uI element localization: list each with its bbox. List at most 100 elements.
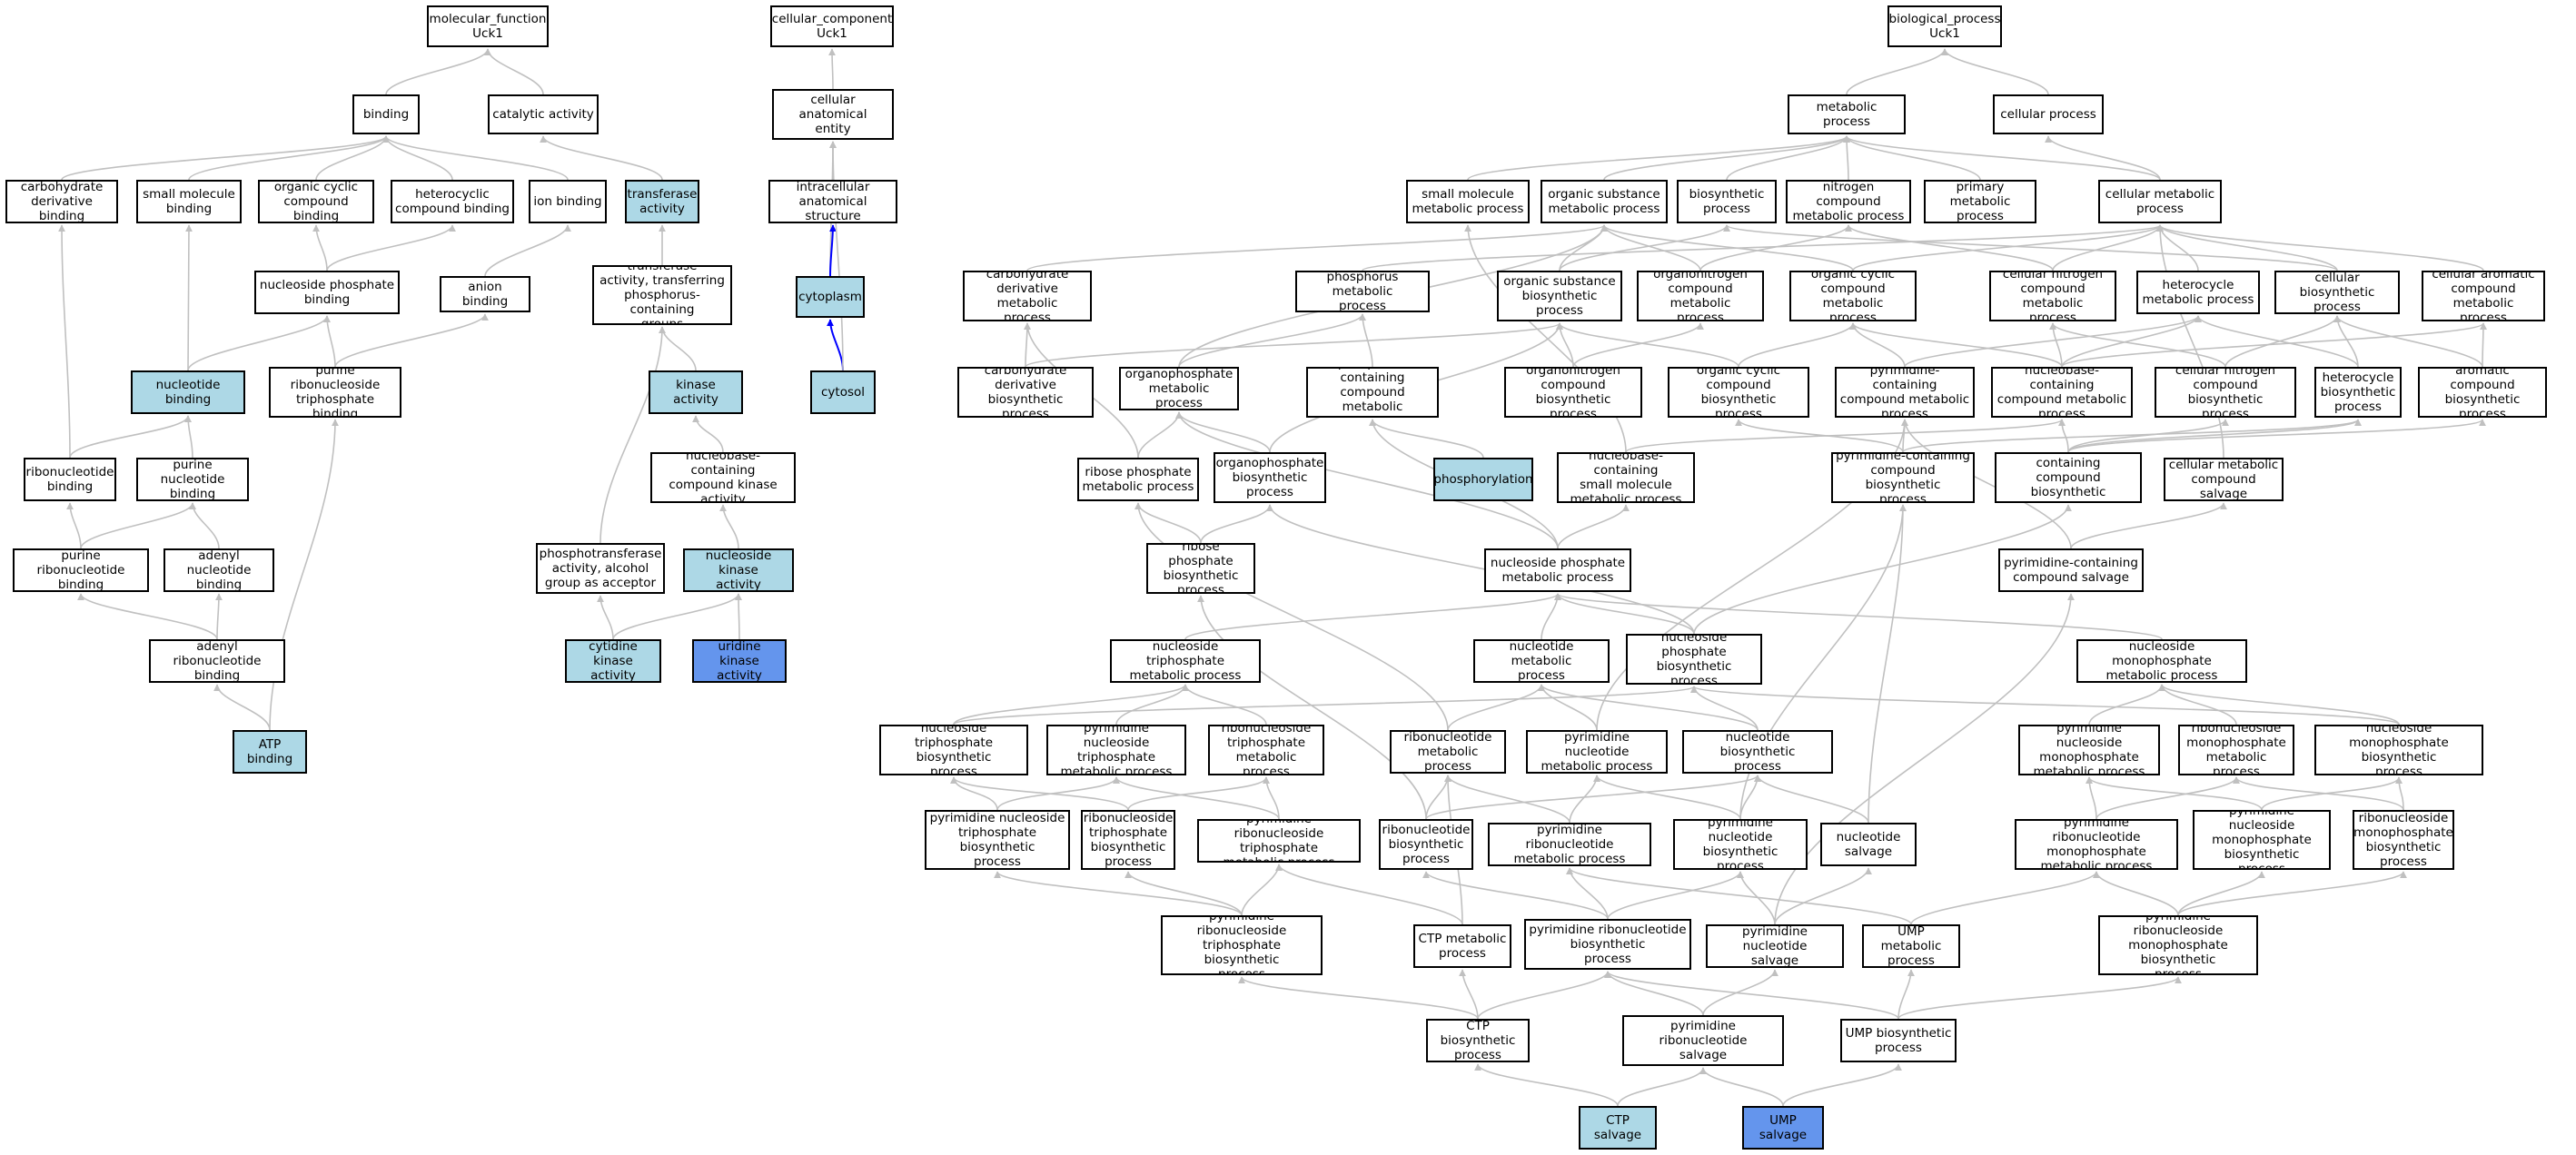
go-term-npmp[interactable]: nucleoside phosphate metabolic process xyxy=(1484,548,1631,592)
go-term-nucmp[interactable]: nucleotide metabolic process xyxy=(1473,639,1610,683)
go-term-smbind[interactable]: small molecule binding xyxy=(136,180,242,223)
go-term-nbcka[interactable]: nucleobase-containing compound kinase ac… xyxy=(650,452,796,503)
go-term-ntpbp[interactable]: nucleoside triphosphate biosynthetic pro… xyxy=(879,725,1028,775)
go-term-opbp[interactable]: organophosphate biosynthetic process xyxy=(1214,452,1326,503)
go-term-pyrnucbp[interactable]: pyrimidine ribonucleotide biosynthetic p… xyxy=(1524,919,1691,970)
go-term-pynmpbp[interactable]: pyrimidine nucleoside monophosphate bios… xyxy=(2193,810,2331,870)
go-term-smmp[interactable]: small molecule metabolic process xyxy=(1406,180,1530,223)
go-term-nka[interactable]: nucleoside kinase activity xyxy=(683,548,794,592)
go-term-ctpbp[interactable]: CTP biosynthetic process xyxy=(1426,1019,1530,1062)
go-term-pyrnucsalv[interactable]: pyrimidine ribonucleotide salvage xyxy=(1622,1015,1784,1066)
go-term-rntpmp[interactable]: ribonucleoside triphosphate metabolic pr… xyxy=(1208,725,1324,775)
go-term-rntpbp[interactable]: ribonucleoside triphosphate biosynthetic… xyxy=(1081,810,1175,870)
go-term-umpsalv[interactable]: UMP salvage xyxy=(1742,1106,1824,1150)
go-term-nucbind[interactable]: nucleotide binding xyxy=(131,370,245,414)
go-term-kinase[interactable]: kinase activity xyxy=(649,370,743,414)
go-term-pynucbp[interactable]: pyrimidine nucleotide biosynthetic proce… xyxy=(1673,819,1808,870)
go-term-pyrnmpbp[interactable]: pyrimidine ribonucleoside monophosphate … xyxy=(2098,915,2258,975)
go-term-ctpmp[interactable]: CTP metabolic process xyxy=(1413,924,1511,968)
go-term-pyrnucmp[interactable]: pyrimidine ribonucleotide metabolic proc… xyxy=(1488,823,1651,866)
go-term-cytoplasm[interactable]: cytoplasm xyxy=(796,276,865,318)
go-term-nmpmp[interactable]: nucleoside monophosphate metabolic proce… xyxy=(2076,639,2247,683)
go-term-adrbind[interactable]: adenyl ribonucleotide binding xyxy=(149,639,285,683)
go-term-hetmp[interactable]: heterocycle metabolic process xyxy=(2136,271,2260,314)
go-term-catalytic[interactable]: catalytic activity xyxy=(488,94,599,134)
go-term-carbbind[interactable]: carbohydrate derivative binding xyxy=(5,180,118,223)
go-term-hetbind[interactable]: heterocyclic compound binding xyxy=(391,180,514,223)
go-term-cellmp[interactable]: cellular metabolic process xyxy=(2098,180,2222,223)
go-term-mf[interactable]: molecular_function Uck1 xyxy=(427,5,549,47)
go-term-pycmp[interactable]: pyrimidine-containing compound metabolic… xyxy=(1835,367,1975,418)
go-term-cdbp[interactable]: carbohydrate derivative biosynthetic pro… xyxy=(957,367,1094,418)
go-term-rnmpmp[interactable]: ribonucleoside monophosphate metabolic p… xyxy=(2178,725,2294,775)
go-term-rpbp[interactable]: ribose phosphate biosynthetic process xyxy=(1146,543,1255,594)
go-term-opmp[interactable]: organophosphate metabolic process xyxy=(1119,367,1239,410)
go-term-phosmp[interactable]: phosphorus metabolic process xyxy=(1295,271,1430,312)
go-term-cytosol[interactable]: cytosol xyxy=(810,370,876,414)
go-term-ntpmp[interactable]: nucleoside triphosphate metabolic proces… xyxy=(1110,639,1261,683)
go-term-cc[interactable]: cellular_component Uck1 xyxy=(770,5,894,47)
go-term-pycbp[interactable]: pyrimidine-containing compound biosynthe… xyxy=(1831,452,1975,503)
go-term-nmpbp[interactable]: nucleoside monophosphate biosynthetic pr… xyxy=(2314,725,2483,775)
go-term-ias[interactable]: intracellular anatomical structure xyxy=(768,180,897,223)
go-term-atpbind[interactable]: ATP binding xyxy=(233,730,307,774)
go-term-transferase[interactable]: transferase activity xyxy=(625,180,699,223)
go-term-ncmp[interactable]: nitrogen compound metabolic process xyxy=(1786,180,1911,223)
go-term-pynucmp[interactable]: pyrimidine nucleotide metabolic process xyxy=(1526,730,1668,774)
go-term-pyrnmpmp[interactable]: pyrimidine ribonucleotide monophosphate … xyxy=(2015,819,2178,870)
go-term-rnmpbp[interactable]: ribonucleoside monophosphate biosyntheti… xyxy=(2353,810,2454,870)
go-term-rnucbp[interactable]: ribonucleotide biosynthetic process xyxy=(1379,819,1473,870)
go-term-tapcg[interactable]: transferase activity, transferring phosp… xyxy=(592,265,732,325)
go-term-orgnmp[interactable]: organonitrogen compound metabolic proces… xyxy=(1637,271,1764,321)
go-term-cdmp[interactable]: carbohydrate derivative metabolic proces… xyxy=(963,271,1092,321)
go-term-orgnbp[interactable]: organonitrogen compound biosynthetic pro… xyxy=(1504,367,1642,418)
go-term-ctpsalv[interactable]: CTP salvage xyxy=(1579,1106,1657,1150)
go-term-umpmp[interactable]: UMP metabolic process xyxy=(1862,924,1960,968)
go-term-cbp[interactable]: cellular biosynthetic process xyxy=(2274,271,2400,314)
go-term-purnbind[interactable]: purine nucleotide binding xyxy=(136,458,249,501)
go-term-cytka[interactable]: cytidine kinase activity xyxy=(565,639,661,683)
go-term-phosphorylation[interactable]: phosphorylation xyxy=(1433,458,1533,501)
go-term-occbp[interactable]: organic cyclic compound biosynthetic pro… xyxy=(1668,367,1809,418)
go-term-ribbind[interactable]: ribonucleotide binding xyxy=(24,458,116,501)
go-term-pyrntpbp[interactable]: pyrimidine ribonucleoside triphosphate b… xyxy=(1161,915,1323,975)
go-term-anionbind[interactable]: anion binding xyxy=(440,276,530,312)
go-term-bp[interactable]: biological_process Uck1 xyxy=(1887,5,2002,47)
go-term-metabolic[interactable]: metabolic process xyxy=(1788,94,1906,134)
go-term-purrnbind[interactable]: purine ribonucleotide binding xyxy=(13,548,149,592)
go-term-ionbind[interactable]: ion binding xyxy=(529,180,607,223)
go-term-ptaaa[interactable]: phosphotransferase activity, alcohol gro… xyxy=(536,543,665,594)
go-term-nbcmp[interactable]: nucleobase-containing compound metabolic… xyxy=(1991,367,2133,418)
go-term-npbind[interactable]: nucleoside phosphate binding xyxy=(254,271,400,314)
go-term-primmp[interactable]: primary metabolic process xyxy=(1924,180,2036,223)
go-term-binding[interactable]: binding xyxy=(352,94,420,134)
go-term-nbcbp[interactable]: nucleobase-containing compound biosynthe… xyxy=(1995,452,2142,503)
go-term-occbind[interactable]: organic cyclic compound binding xyxy=(258,180,374,223)
go-term-rpmp[interactable]: ribose phosphate metabolic process xyxy=(1077,458,1199,501)
go-term-nucbp[interactable]: nucleotide biosynthetic process xyxy=(1682,730,1833,774)
go-term-osmp[interactable]: organic substance metabolic process xyxy=(1541,180,1668,223)
go-term-biosyn[interactable]: biosynthetic process xyxy=(1677,180,1777,223)
go-term-cae[interactable]: cellular anatomical entity xyxy=(772,89,894,140)
go-term-pycs[interactable]: pyrimidine-containing compound salvage xyxy=(1998,548,2144,592)
go-term-acbp[interactable]: aromatic compound biosynthetic process xyxy=(2418,367,2547,418)
go-term-pynucsalv[interactable]: pyrimidine nucleotide salvage xyxy=(1706,924,1844,968)
go-term-cellproc[interactable]: cellular process xyxy=(1993,94,2104,134)
go-term-pynmpmp[interactable]: pyrimidine nucleoside monophosphate meta… xyxy=(2018,725,2160,775)
go-term-osbp[interactable]: organic substance biosynthetic process xyxy=(1497,271,1622,321)
go-term-pyrntpmp[interactable]: pyrimidine ribonucleoside triphosphate m… xyxy=(1197,819,1361,863)
go-term-npbp[interactable]: nucleoside phosphate biosynthetic proces… xyxy=(1626,634,1762,685)
go-term-pyntpmp[interactable]: pyrimidine nucleoside triphosphate metab… xyxy=(1046,725,1186,775)
go-term-cncmp[interactable]: cellular nitrogen compound metabolic pro… xyxy=(1989,271,2116,321)
go-term-prtbind[interactable]: purine ribonucleoside triphosphate bindi… xyxy=(269,367,401,418)
go-term-pccmp[interactable]: phosphate-containing compound metabolic … xyxy=(1306,367,1439,418)
go-term-rnucmp[interactable]: ribonucleotide metabolic process xyxy=(1390,730,1506,774)
go-term-adenbind[interactable]: adenyl nucleotide binding xyxy=(163,548,274,592)
go-term-cacmp[interactable]: cellular aromatic compound metabolic pro… xyxy=(2422,271,2545,321)
go-term-occmp[interactable]: organic cyclic compound metabolic proces… xyxy=(1789,271,1917,321)
go-term-umpbp[interactable]: UMP biosynthetic process xyxy=(1840,1019,1957,1062)
go-term-nucsalv[interactable]: nucleotide salvage xyxy=(1820,823,1917,866)
go-term-urika[interactable]: uridine kinase activity xyxy=(692,639,787,683)
go-term-cmcs[interactable]: cellular metabolic compound salvage xyxy=(2164,458,2284,501)
go-term-pyntpbp[interactable]: pyrimidine nucleoside triphosphate biosy… xyxy=(925,810,1070,870)
